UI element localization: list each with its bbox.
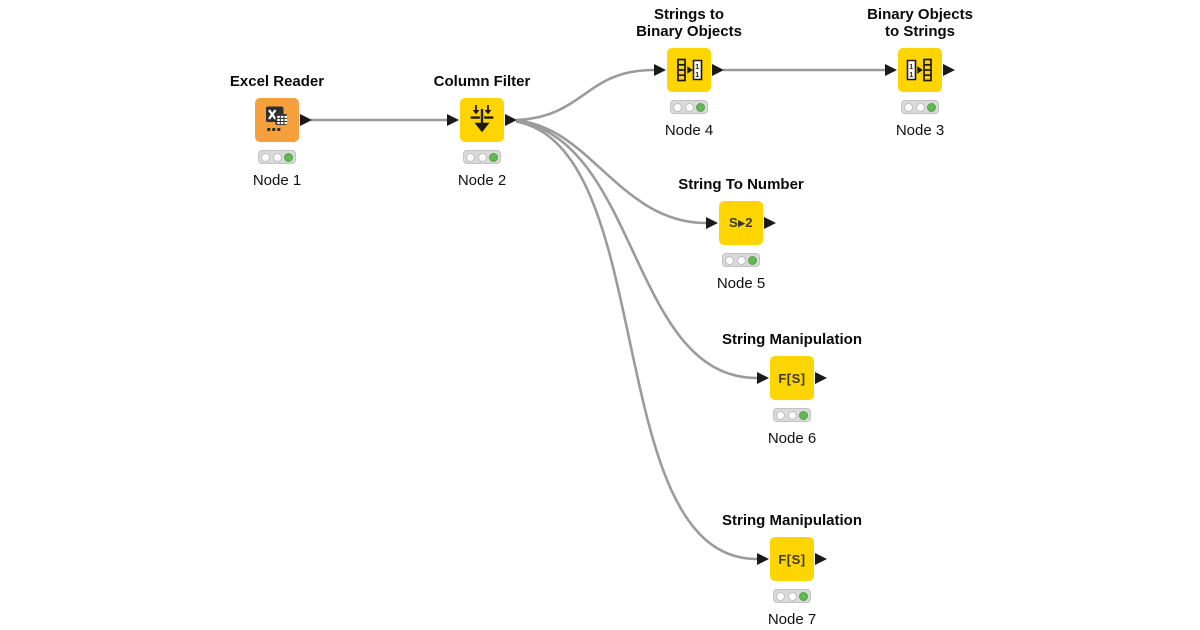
status-dot	[787, 410, 797, 420]
string-manipulation-icon: F[S]	[778, 551, 806, 567]
strings-to-binary-objects-icon: 1 1	[677, 58, 703, 82]
node-binary-objects-to-strings[interactable]: Binary Objects to Strings 1 1 Node 3	[867, 6, 973, 139]
node-label: Node 5	[716, 275, 766, 292]
output-port[interactable]	[712, 64, 724, 76]
node-title: Excel Reader	[229, 73, 325, 90]
input-port[interactable]	[654, 64, 666, 76]
status-dot	[684, 102, 694, 112]
node-label: Node 1	[252, 172, 302, 189]
node-title: String To Number	[678, 176, 804, 193]
status-dot	[915, 102, 925, 112]
input-port[interactable]	[757, 553, 769, 565]
connection-node2-node4[interactable]	[515, 68, 655, 122]
svg-text:1: 1	[695, 64, 699, 71]
input-port[interactable]	[885, 64, 897, 76]
node-label: Node 2	[457, 172, 507, 189]
node-string-to-number[interactable]: String To Number S▸2 Node 5	[678, 176, 804, 292]
node-string-manipulation-7[interactable]: String Manipulation F[S] Node 7	[722, 512, 862, 628]
input-port[interactable]	[706, 217, 718, 229]
connection-node2-node7[interactable]	[515, 120, 758, 561]
status-dot	[776, 410, 785, 420]
node-excel-reader[interactable]: Excel Reader Node 1	[230, 73, 324, 189]
status-dot	[477, 152, 487, 162]
output-port[interactable]	[764, 217, 776, 229]
output-port[interactable]	[943, 64, 955, 76]
output-port[interactable]	[300, 114, 312, 126]
status-traffic-light	[722, 253, 760, 267]
string-manipulation-icon: F[S]	[778, 370, 806, 386]
status-dot-green	[748, 255, 757, 265]
node-string-manipulation-6[interactable]: String Manipulation F[S] Node 6	[722, 331, 862, 447]
status-dot-green	[284, 152, 293, 162]
node-column-filter[interactable]: Column Filter Node 2	[434, 73, 531, 189]
status-dot-green	[927, 102, 936, 112]
status-dot	[673, 102, 682, 112]
status-dot	[776, 591, 785, 601]
connection-node2-node6[interactable]	[515, 119, 758, 380]
status-dot	[272, 152, 282, 162]
node-title: Strings to Binary Objects	[636, 6, 742, 40]
status-dot	[736, 255, 746, 265]
input-port[interactable]	[447, 114, 459, 126]
column-filter-icon	[470, 105, 494, 133]
status-traffic-light	[901, 100, 939, 114]
output-port[interactable]	[815, 553, 827, 565]
status-dot-green	[696, 102, 705, 112]
status-traffic-light	[773, 589, 811, 603]
status-dot-green	[489, 152, 498, 162]
status-dot-green	[799, 410, 808, 420]
status-dot	[466, 152, 475, 162]
status-dot	[787, 591, 797, 601]
node-strings-to-binary-objects[interactable]: Strings to Binary Objects 1 1 Node 4	[636, 6, 742, 139]
node-label: Node 4	[664, 122, 714, 139]
status-dot	[904, 102, 913, 112]
svg-text:1: 1	[909, 72, 913, 79]
node-label: Node 3	[895, 122, 945, 139]
svg-text:1: 1	[909, 64, 913, 71]
input-port[interactable]	[757, 372, 769, 384]
binary-objects-to-strings-icon: 1 1	[906, 58, 932, 82]
node-title: String Manipulation	[722, 512, 862, 529]
node-title: Column Filter	[433, 73, 531, 90]
status-dot-green	[799, 591, 808, 601]
status-traffic-light	[670, 100, 708, 114]
status-dot	[261, 152, 270, 162]
status-traffic-light	[463, 150, 501, 164]
status-dot	[725, 255, 734, 265]
node-label: Node 6	[767, 430, 817, 447]
node-title: String Manipulation	[722, 331, 862, 348]
excel-reader-icon	[266, 106, 287, 131]
string-to-number-icon: S▸2	[729, 215, 753, 230]
output-port[interactable]	[505, 114, 517, 126]
node-title: Binary Objects to Strings	[867, 6, 973, 40]
svg-text:1: 1	[695, 72, 699, 79]
connection-node2-node5[interactable]	[515, 119, 707, 225]
output-port[interactable]	[815, 372, 827, 384]
node-label: Node 7	[767, 611, 817, 628]
status-traffic-light	[773, 408, 811, 422]
status-traffic-light	[258, 150, 296, 164]
